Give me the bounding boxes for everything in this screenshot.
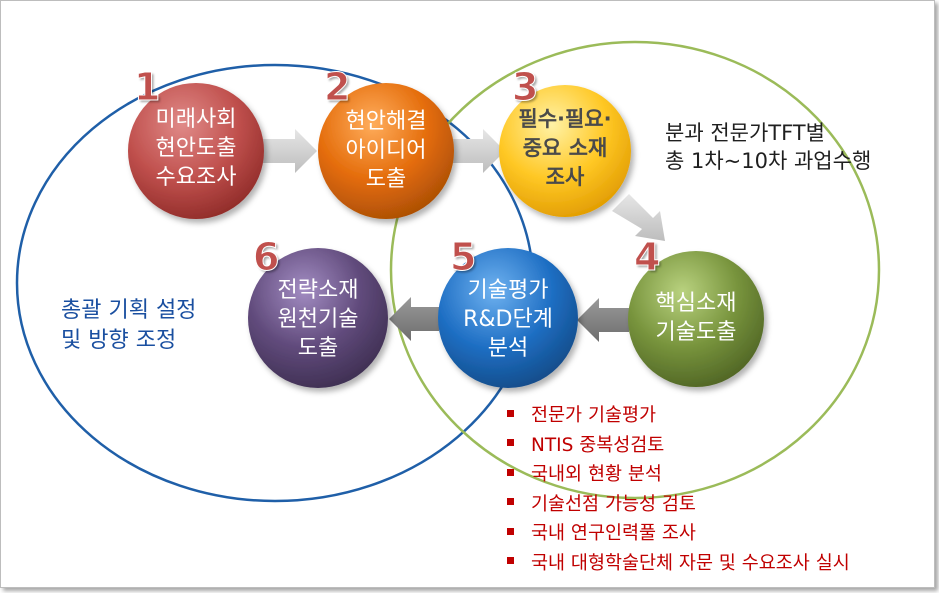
bullet-icon [507, 557, 514, 565]
activity-item: 국내외 현황 분석 [507, 460, 850, 490]
activity-item: 기술선점 가능성 검토 [507, 490, 850, 520]
arrow-4-to-5 [577, 298, 629, 342]
step-3-circle [499, 85, 631, 217]
step-3-number: 3 [511, 65, 539, 109]
step-5-circle [438, 248, 578, 388]
step-6-circle [248, 248, 388, 388]
activity-list: 전문가 기술평가 NTIS 중복성검토 국내외 현황 분석 기술선점 가능성 검… [507, 401, 850, 579]
bullet-icon [507, 439, 514, 447]
activity-item: 국내 대형학술단체 자문 및 수요조사 실시 [507, 549, 850, 579]
step-2-circle [318, 83, 454, 219]
step-6-number: 6 [252, 235, 280, 279]
activity-item: NTIS 중복성검토 [507, 431, 850, 461]
activity-item: 국내 연구인력풀 조사 [507, 519, 850, 549]
arrow-5-to-6 [389, 297, 439, 341]
step-2-number: 2 [323, 65, 351, 109]
bullet-icon [507, 527, 514, 535]
arrow-1-to-2 [263, 129, 317, 173]
right-scope-ring [389, 40, 881, 500]
arrow-3-to-4 [612, 194, 665, 241]
arrow-2-to-3 [453, 129, 505, 173]
bullet-icon [507, 498, 514, 506]
bullet-icon [507, 409, 514, 417]
activity-item: 전문가 기술평가 [507, 401, 850, 431]
step-1-circle [128, 83, 264, 219]
step-5-number: 5 [449, 235, 477, 279]
step-1-number: 1 [133, 65, 161, 109]
step-4-circle [628, 251, 764, 387]
step-4-number: 4 [633, 235, 661, 279]
bullet-icon [507, 468, 514, 476]
